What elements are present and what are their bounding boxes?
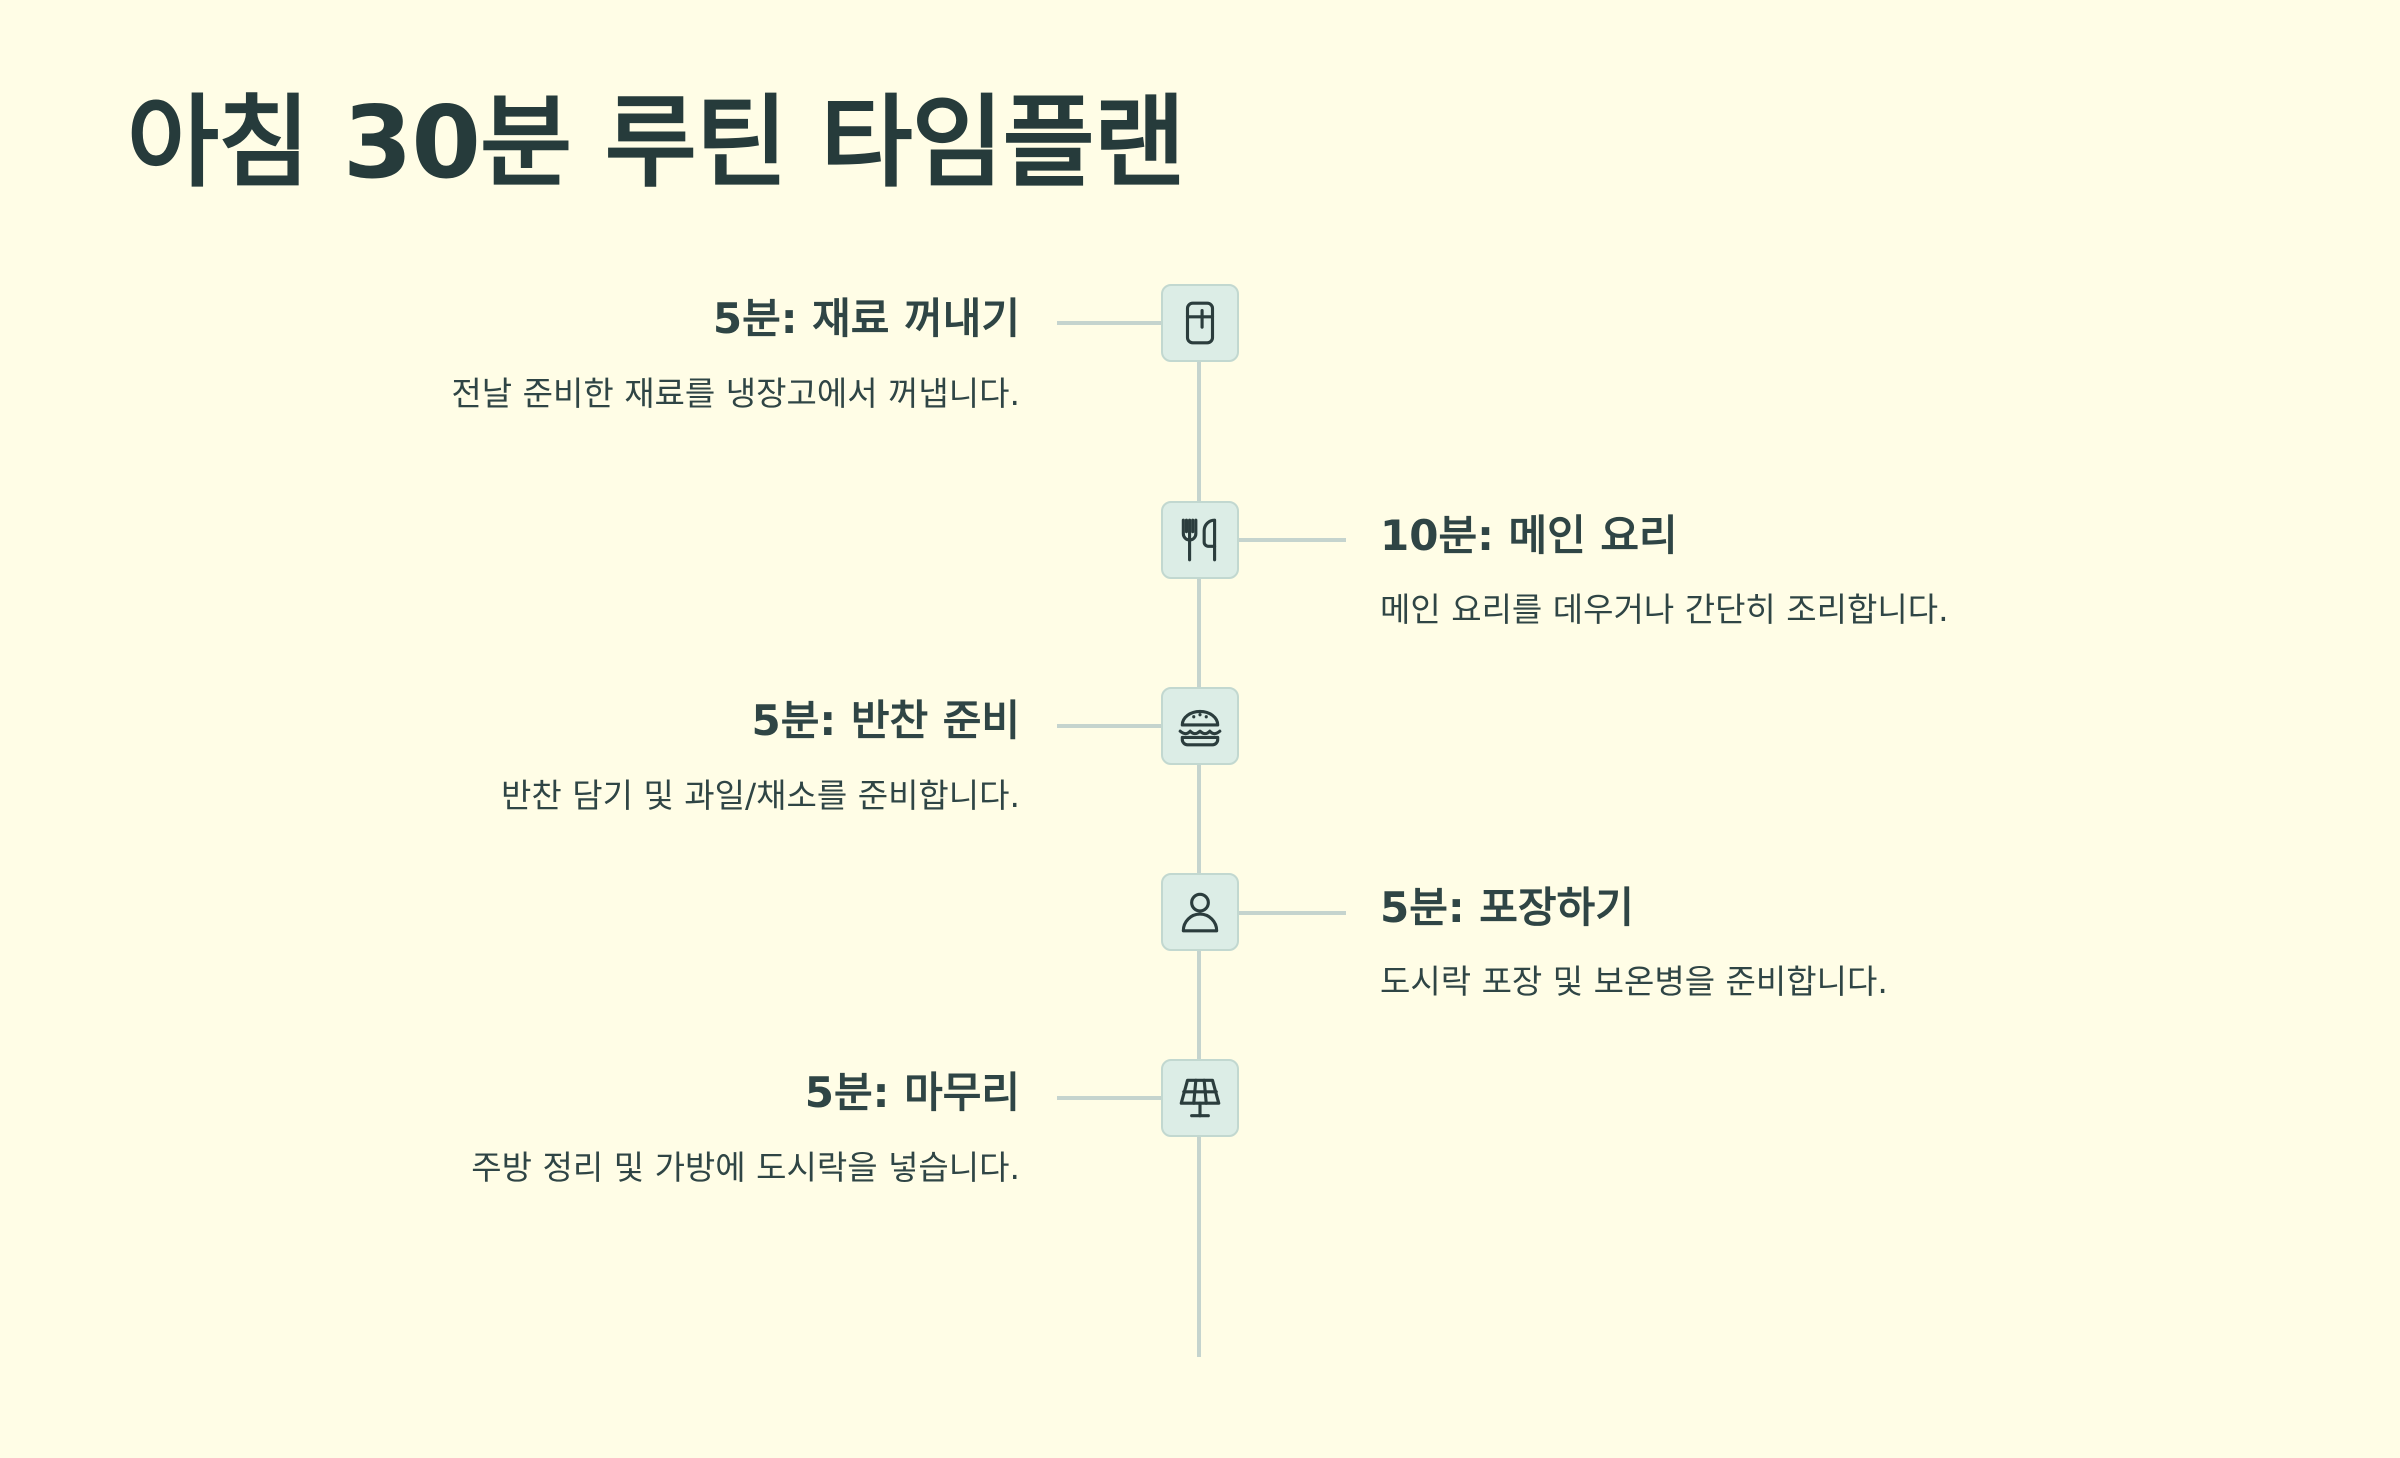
connector-line <box>1057 1096 1161 1100</box>
connector-line <box>1239 911 1346 915</box>
step-icon-box <box>1161 873 1239 951</box>
step-icon-box <box>1161 1059 1239 1137</box>
page-title: 아침 30분 루틴 타임플랜 <box>127 84 1186 201</box>
step-icon-box <box>1161 501 1239 579</box>
step-description: 도시락 포장 및 보온병을 준비합니다. <box>1380 962 1888 1001</box>
user-icon <box>1181 892 1219 933</box>
step-title: 5분: 반찬 준비 <box>751 696 1020 745</box>
step-description: 메인 요리를 데우거나 간단히 조리합니다. <box>1380 590 1949 629</box>
fridge-icon <box>1185 301 1215 345</box>
connector-line <box>1057 724 1161 728</box>
step-description: 반찬 담기 및 과일/채소를 준비합니다. <box>501 776 1020 815</box>
step-title: 10분: 메인 요리 <box>1380 511 1678 560</box>
step-title: 5분: 마무리 <box>804 1068 1020 1117</box>
step-title: 5분: 포장하기 <box>1380 883 1634 932</box>
hamburger-icon <box>1178 709 1222 747</box>
step-description: 전날 준비한 재료를 냉장고에서 꺼냅니다. <box>451 374 1020 413</box>
step-description: 주방 정리 및 가방에 도시락을 넣습니다. <box>471 1148 1020 1187</box>
utensils-icon <box>1181 518 1217 562</box>
connector-line <box>1239 538 1346 542</box>
timeline-line <box>1197 326 1201 1357</box>
step-icon-box <box>1161 284 1239 362</box>
step-icon-box <box>1161 687 1239 765</box>
solar-panel-icon <box>1179 1078 1221 1118</box>
connector-line <box>1057 321 1161 325</box>
step-title: 5분: 재료 꺼내기 <box>712 294 1020 343</box>
